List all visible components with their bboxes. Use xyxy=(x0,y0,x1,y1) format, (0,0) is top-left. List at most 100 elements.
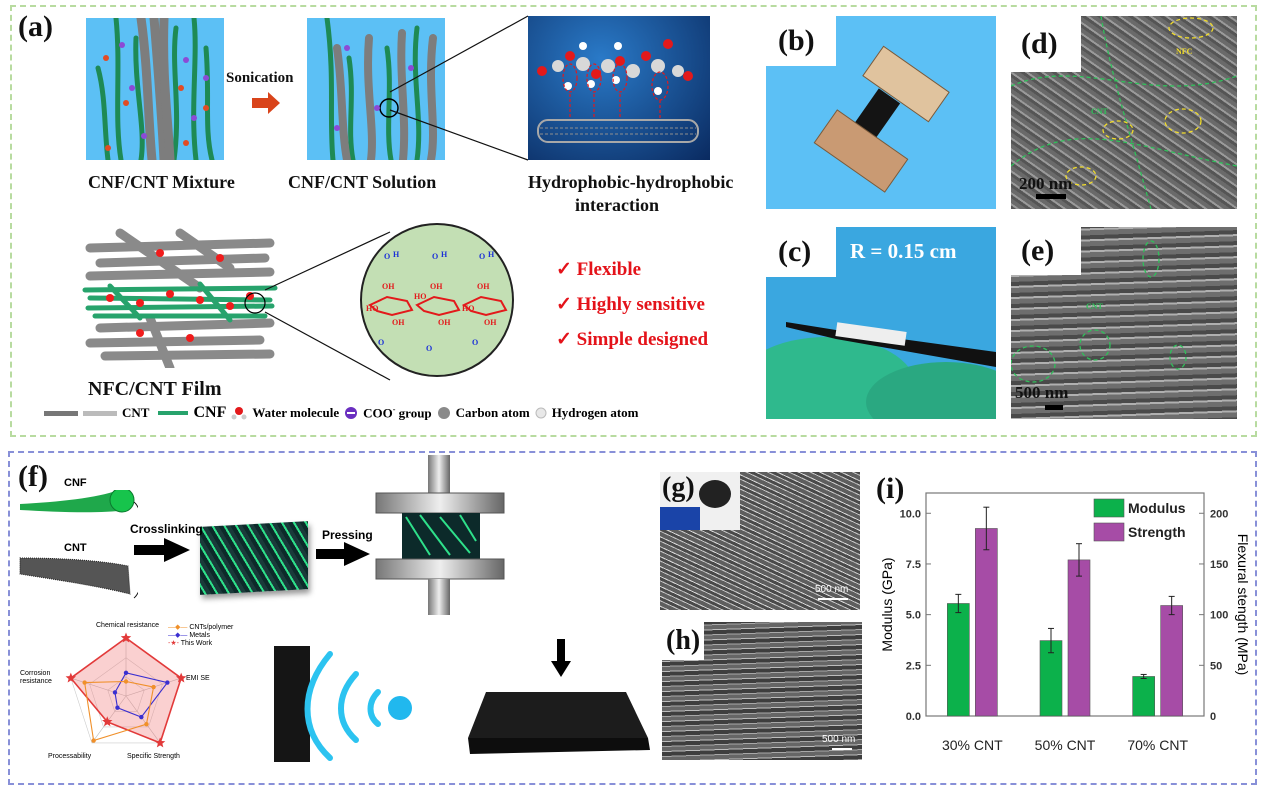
scale-bar xyxy=(1045,405,1063,410)
radar-point xyxy=(91,738,96,743)
oh-label: OH xyxy=(484,318,497,327)
water-o-label: O xyxy=(472,338,478,347)
radar-point xyxy=(120,632,132,643)
water-o-label: O xyxy=(384,252,390,261)
x-tick-label: 70% CNT xyxy=(1127,737,1188,753)
scale-bar xyxy=(1036,194,1066,199)
radar-point xyxy=(123,670,129,675)
hydrophobic-interaction-image xyxy=(528,16,710,160)
interaction-caption-line1: Hydrophobic-hydrophobic xyxy=(528,172,734,192)
aerogel-inset-photo xyxy=(660,472,740,530)
radar-point xyxy=(65,672,77,683)
plot-frame xyxy=(925,492,1205,717)
water-molecule-icon xyxy=(231,407,247,420)
radar-spoke xyxy=(91,695,127,744)
radar-point xyxy=(102,716,113,727)
y-tick-label: 5.0 xyxy=(906,610,921,622)
radar-axis-chemical-resistance: Chemical resistance xyxy=(96,622,160,629)
legend-coo: COO- group xyxy=(363,404,432,421)
cnt-label: CNT xyxy=(64,542,87,554)
feature-highly-sensitive: ✓ Highly sensitive xyxy=(556,294,705,315)
legend-label: Strength xyxy=(1128,524,1186,540)
panel-i-label: (i) xyxy=(876,472,905,505)
sonication-label: Sonication xyxy=(226,70,294,86)
pressing-label: Pressing xyxy=(322,528,373,542)
panel-top-frame xyxy=(10,5,1257,437)
scale-bar xyxy=(818,598,848,600)
coo-group-icon xyxy=(345,407,358,419)
crosslinked-block xyxy=(200,521,308,595)
molecule-on-nanotube xyxy=(537,39,699,143)
oh-label: OH xyxy=(438,318,451,327)
legend-water: Water molecule xyxy=(252,405,340,420)
cnt-swatch-light xyxy=(83,410,117,416)
scale-bar-200nm: 200 nm xyxy=(1019,174,1073,193)
water-h-label: H xyxy=(488,250,495,259)
oh-label: OH xyxy=(430,282,443,291)
solution-illustration xyxy=(324,18,437,160)
radar-series-metals xyxy=(114,672,169,718)
radar-point xyxy=(154,737,166,748)
x-tick-label: 50% CNT xyxy=(1035,737,1096,753)
nfc-cnt-film-image xyxy=(80,228,280,373)
bar-strength-2 xyxy=(1067,559,1091,717)
film-zoom-lines xyxy=(264,231,391,381)
water-h-label: H xyxy=(441,250,448,259)
check-icon: ✓ xyxy=(556,329,572,350)
ho-label: HO xyxy=(414,292,426,301)
ho-label: HO xyxy=(462,304,474,313)
y-tick-label: 7.5 xyxy=(906,559,921,571)
radius-annotation: R = 0.15 cm xyxy=(850,239,957,263)
nfc-tag: NFC xyxy=(1176,47,1193,56)
radar-chart xyxy=(65,632,187,748)
y2-tick-label: 150 xyxy=(1210,559,1228,571)
sem-aerogel-image: (g) 500 nm xyxy=(660,472,860,610)
radar-spoke xyxy=(125,695,161,744)
y-tick-label: 0.0 xyxy=(906,711,921,723)
legend-swatch xyxy=(1093,522,1125,542)
radar-point xyxy=(151,684,156,690)
bar-strength-1 xyxy=(975,528,998,717)
x-tick-label: 30% CNT xyxy=(942,737,1003,753)
scale-bar-label: 500 nm xyxy=(822,734,856,745)
oh-label: OH xyxy=(477,282,490,291)
crosslinking-label: Crosslinking xyxy=(130,522,203,536)
down-arrow-icon xyxy=(551,639,571,677)
sem-fiber-annotations: NFC CNT xyxy=(1011,16,1237,209)
panel-a-label: (a) xyxy=(18,10,53,43)
bar-modulus-1 xyxy=(947,603,970,717)
oh-label: OH xyxy=(382,282,395,291)
sem-pressed-film-image: (h) 500 nm xyxy=(662,622,862,760)
radar-point xyxy=(175,672,187,683)
emi-shielding-illustration xyxy=(274,646,412,762)
sonication-arrow-icon xyxy=(252,92,280,114)
interaction-caption-line2: interaction xyxy=(575,195,659,215)
panel-a-legend: CNT CNF Water molecule COO- group Carbon… xyxy=(44,404,638,422)
film-caption: NFC/CNT Film xyxy=(88,378,222,400)
cnf-cnt-solution-image xyxy=(307,18,445,160)
radar-axis-emi-se: EMI SE xyxy=(186,675,210,682)
cnf-swatch xyxy=(158,411,189,415)
bending-photo: (c) R = 0.15 cm xyxy=(766,227,996,419)
water-o-label: O xyxy=(432,252,438,261)
feature-simple-designed: ✓ Simple designed xyxy=(556,329,709,350)
cnf-cnt-mixture-image xyxy=(86,18,224,160)
bar-modulus-3 xyxy=(1132,676,1155,717)
water-o-label: O xyxy=(479,252,485,261)
y2-tick-label: 0 xyxy=(1210,711,1216,723)
panel-c-label: (c) xyxy=(766,227,836,277)
scale-bar-label: 500 nm xyxy=(815,584,849,595)
cnf-cnt-fibers xyxy=(19,490,138,599)
carbon-atom-icon xyxy=(437,407,450,419)
panel-e-label: (e) xyxy=(1011,227,1081,275)
sem-cross-annotations: CNT xyxy=(1011,240,1187,410)
legend-label: Modulus xyxy=(1128,500,1186,516)
y2-tick-label: 200 xyxy=(1210,508,1228,520)
crosslinking-arrow-icon xyxy=(134,538,190,562)
film-illustration xyxy=(82,228,278,373)
radar-point xyxy=(82,680,87,685)
cnt-swatch-dark xyxy=(44,410,78,416)
sem-cross-section-image: CNT (e) 500 nm xyxy=(1011,227,1237,419)
scale-bar-500nm: 500 nm xyxy=(1015,383,1069,402)
check-icon: ✓ xyxy=(556,294,572,315)
